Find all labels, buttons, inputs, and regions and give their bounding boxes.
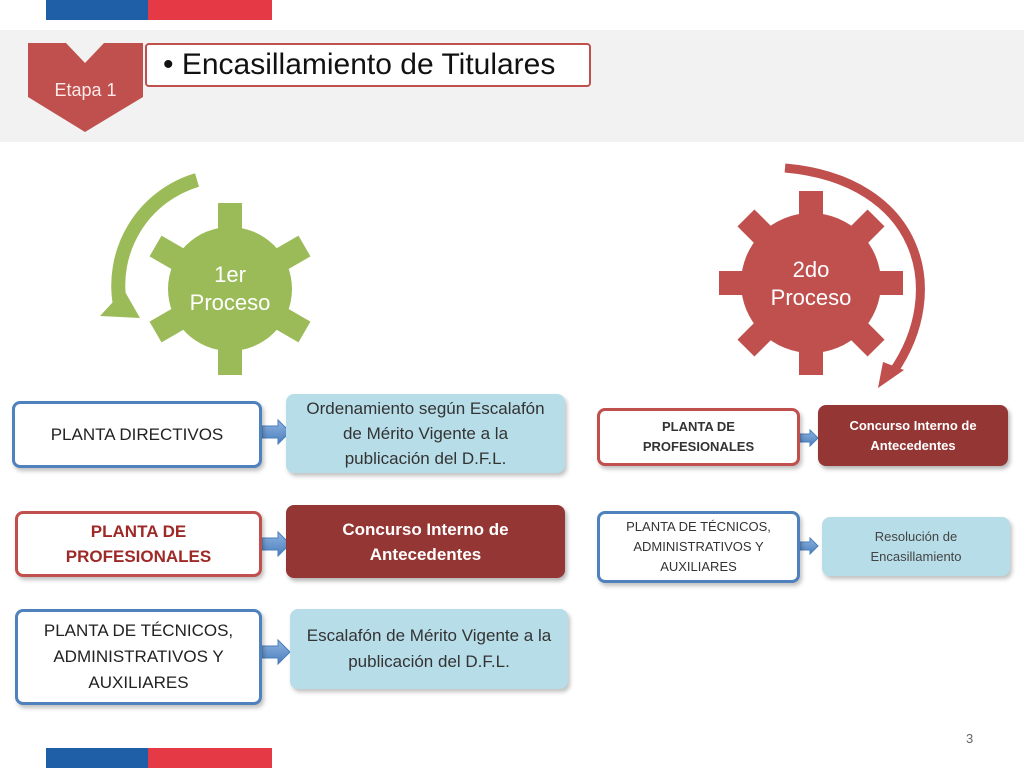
right-row-2-category: PLANTA DE TÉCNICOS, ADMINISTRATIVOS Y AU… bbox=[597, 511, 800, 583]
connector-arrow-icon bbox=[261, 418, 291, 446]
stage-label: Etapa 1 bbox=[54, 80, 117, 100]
stage-chevron bbox=[28, 43, 143, 132]
left-row-2-category: PLANTA DE PROFESIONALES bbox=[15, 511, 262, 577]
right-row-1-category: PLANTA DE PROFESIONALES bbox=[597, 408, 800, 466]
left-row-3-result: Escalafón de Mérito Vigente a la publica… bbox=[290, 609, 568, 689]
right-row-2-result: Resolución de Encasillamiento bbox=[822, 517, 1010, 576]
gear-1-icon bbox=[149, 203, 311, 375]
right-row-1-result: Concurso Interno de Antecedentes bbox=[818, 405, 1008, 466]
page-title: • Encasillamiento de Titulares bbox=[145, 43, 591, 87]
left-row-1-category: PLANTA DIRECTIVOS bbox=[12, 401, 262, 468]
left-row-3-category: PLANTA DE TÉCNICOS, ADMINISTRATIVOS Y AU… bbox=[15, 609, 262, 705]
gear-2-label: 2do Proceso bbox=[770, 257, 852, 310]
connector-arrow-icon bbox=[261, 638, 291, 666]
connector-arrow-icon bbox=[799, 536, 819, 556]
gear-2-icon bbox=[719, 191, 903, 375]
cycle-arrow-red-icon bbox=[784, 163, 925, 375]
gear-1-label: 1er Proceso bbox=[189, 262, 271, 315]
left-row-2-result: Concurso Interno de Antecedentes bbox=[286, 505, 565, 578]
connector-arrow-icon bbox=[799, 428, 819, 448]
top-flag-stripe bbox=[46, 0, 272, 20]
bottom-flag-stripe bbox=[46, 748, 272, 768]
left-row-1-result: Ordenamiento según Escalafón de Mérito V… bbox=[286, 394, 565, 473]
page-number: 3 bbox=[966, 731, 974, 746]
cycle-arrow-green-icon bbox=[111, 173, 200, 307]
connector-arrow-icon bbox=[261, 530, 291, 558]
